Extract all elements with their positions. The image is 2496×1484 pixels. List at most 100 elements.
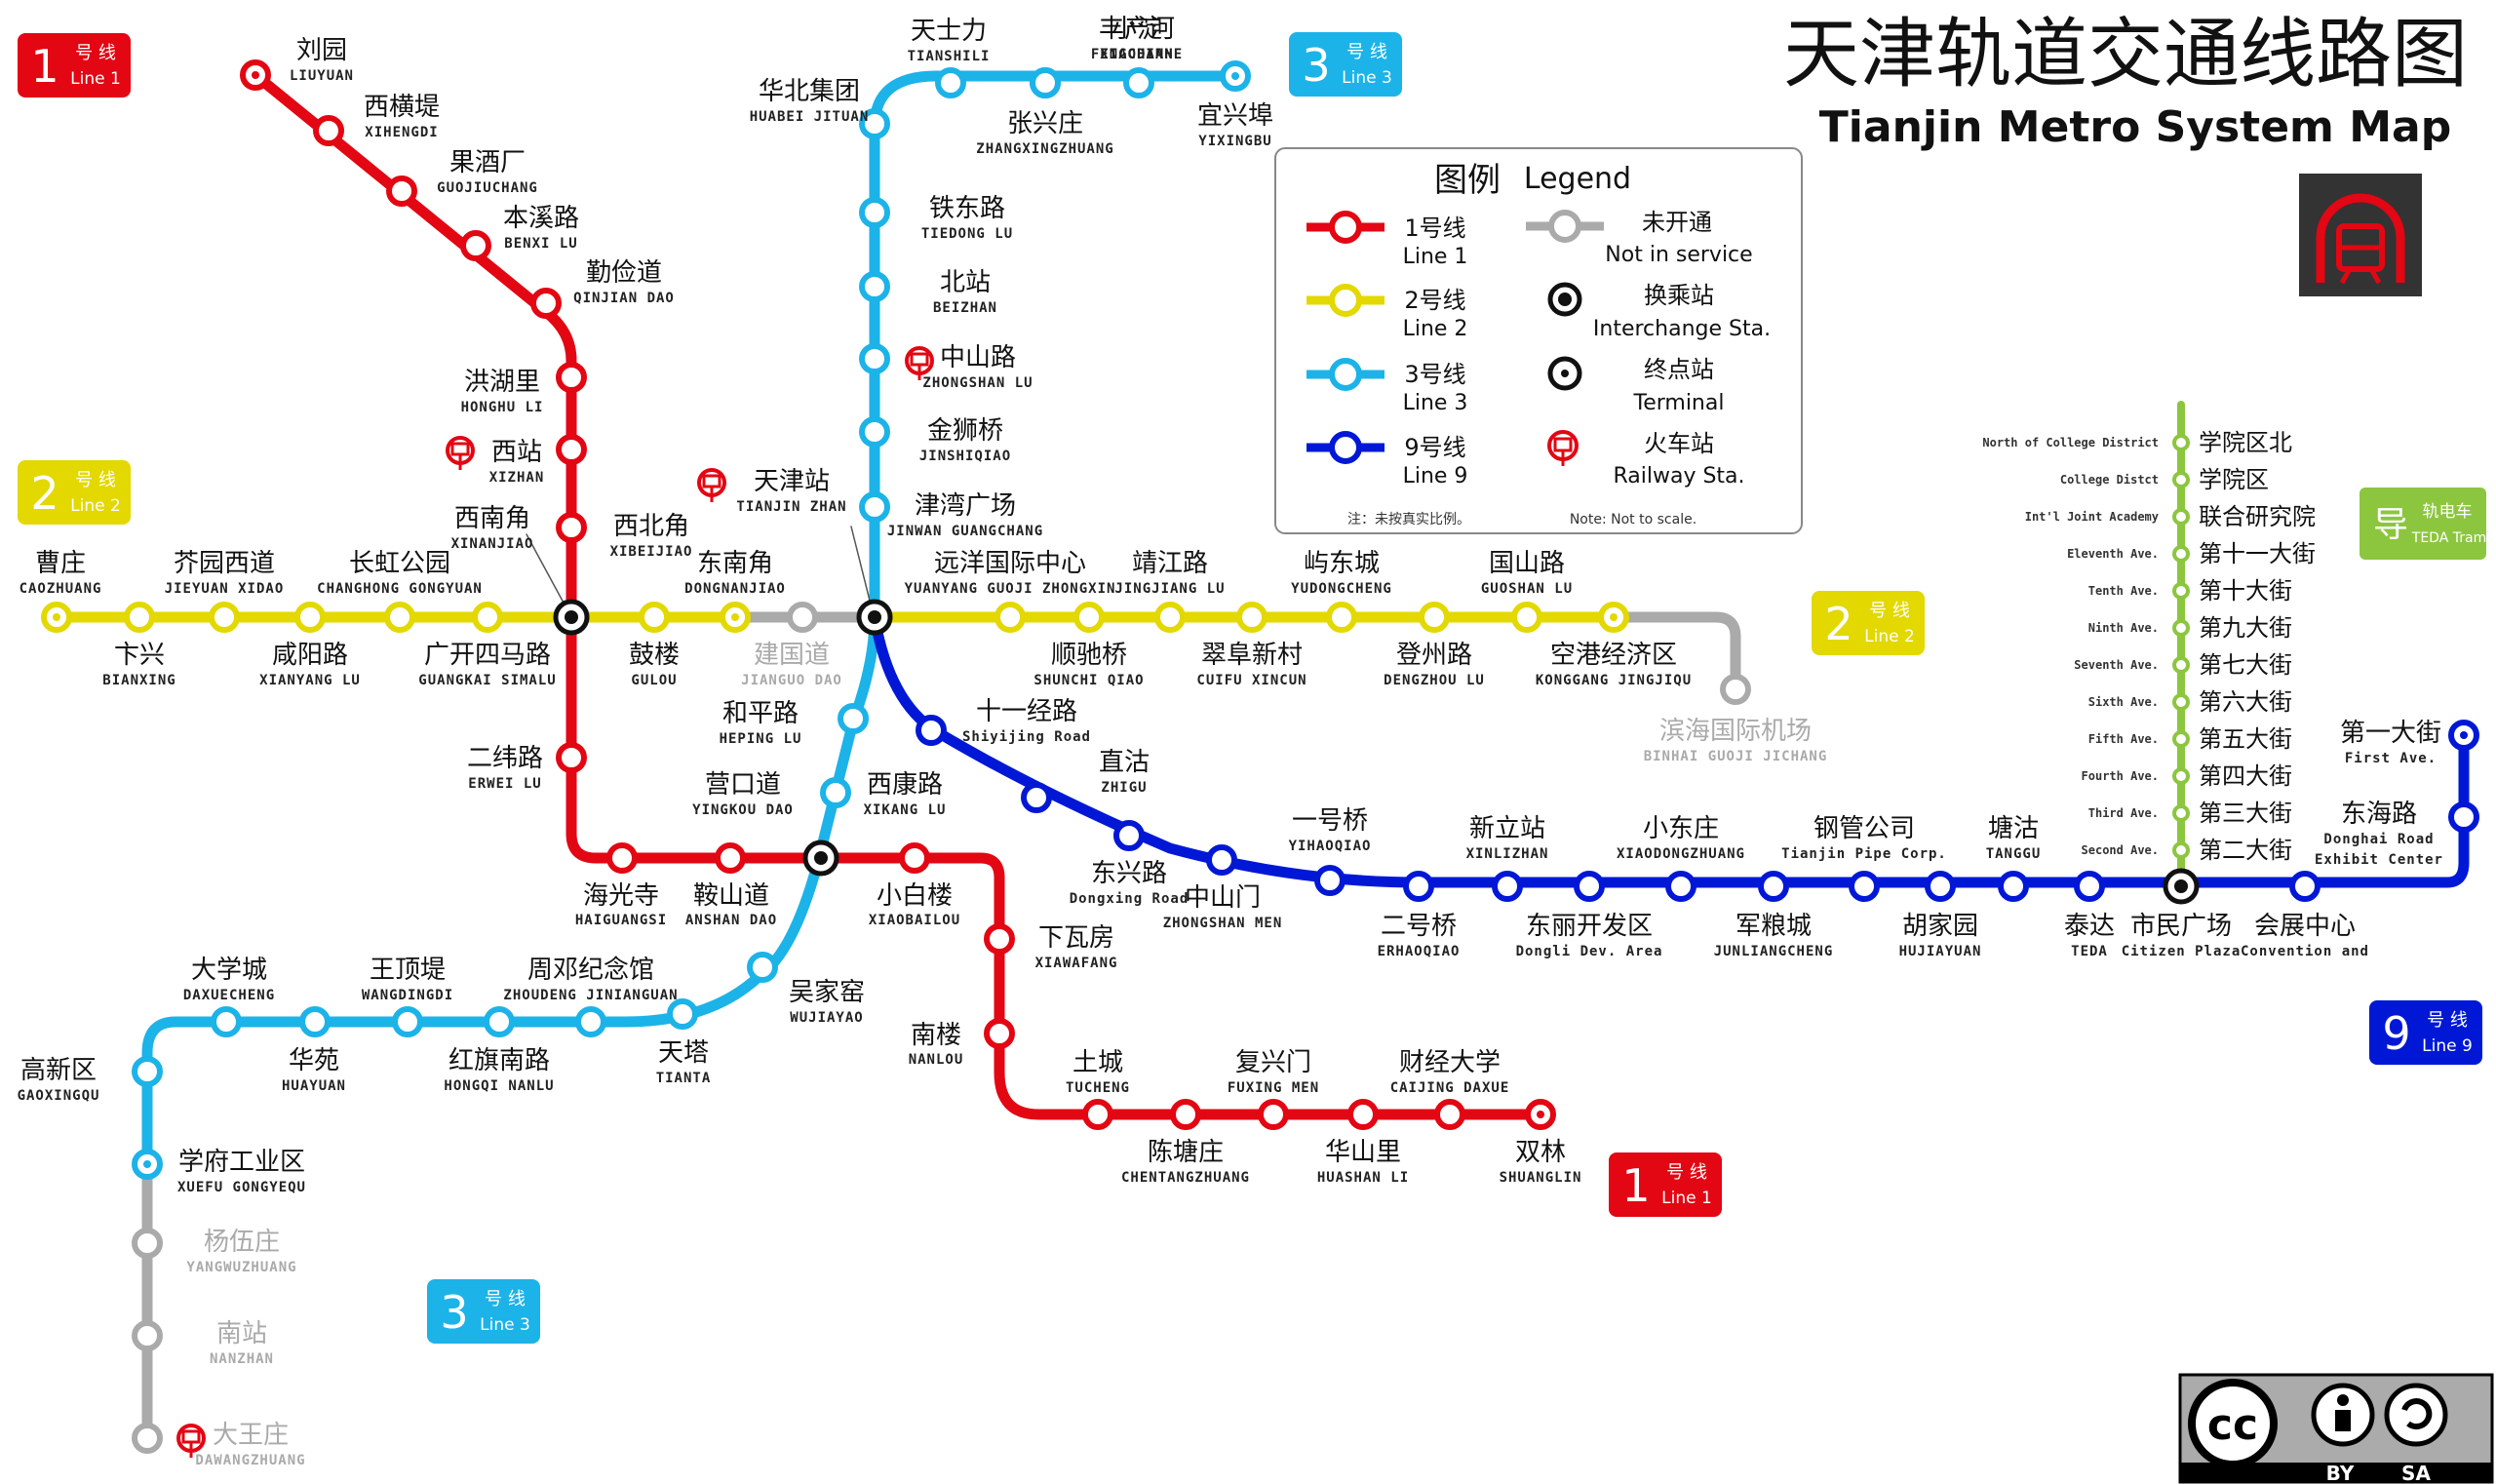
- station-name-en: Shiyijing Road: [962, 729, 1091, 745]
- station-name-en: XIKANG LU: [864, 802, 947, 818]
- station-name-cn: 津湾广场: [915, 491, 1016, 521]
- station-marker: [1326, 602, 1357, 633]
- station-name-cn: 西康路: [867, 770, 943, 800]
- station-xikang-lu[interactable]: 西康路 XIKANG LU: [820, 770, 947, 818]
